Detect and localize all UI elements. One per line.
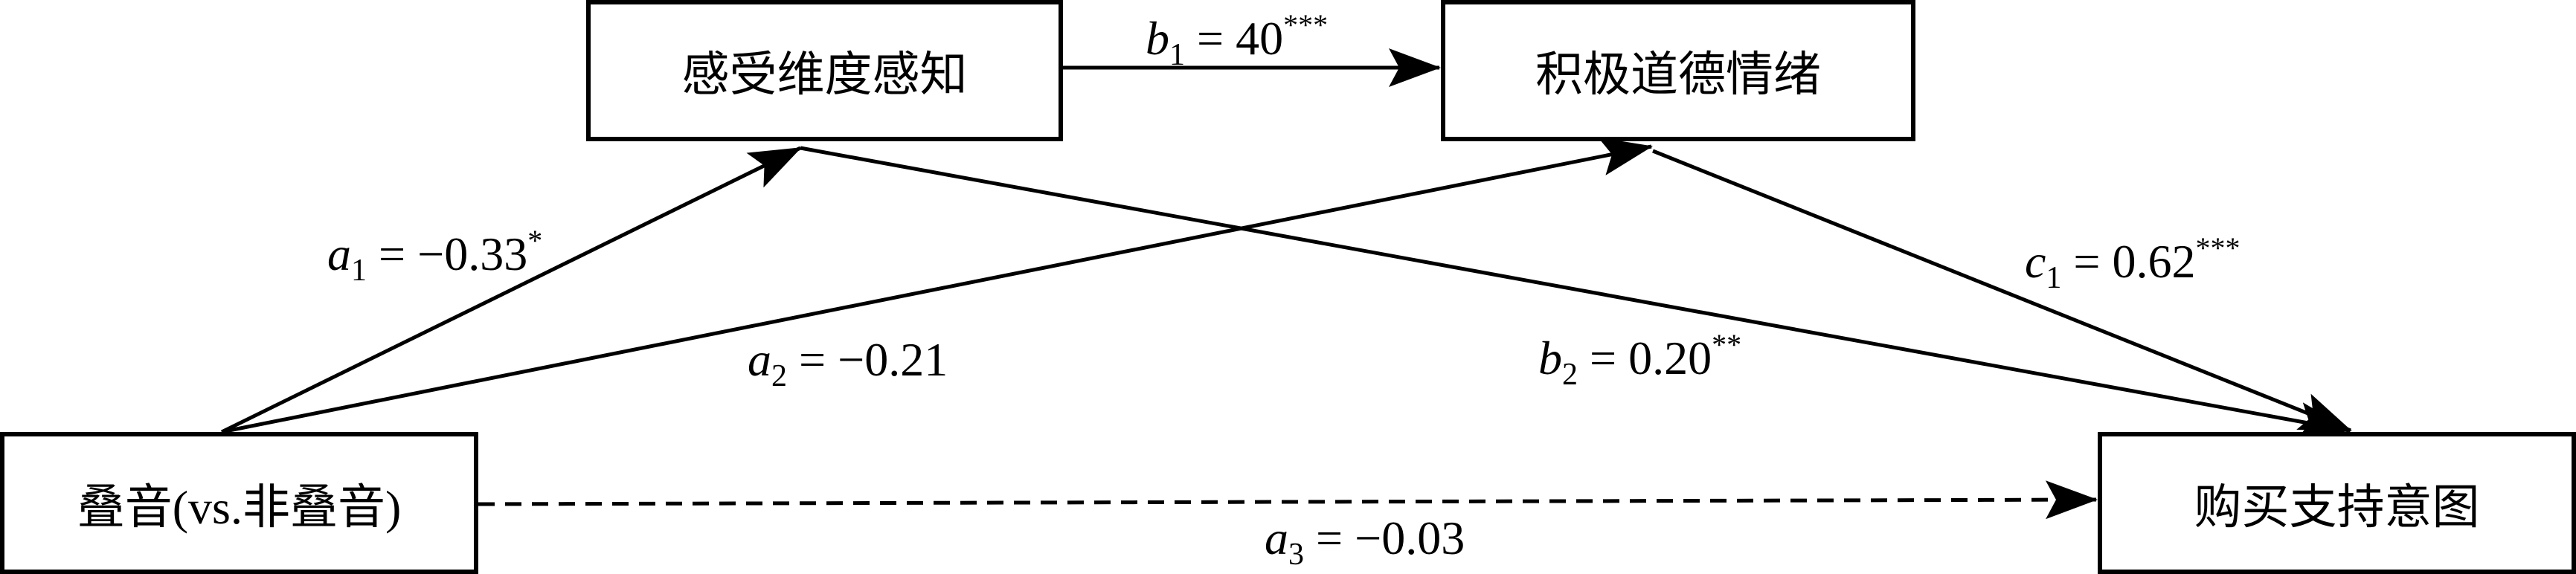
label-b1-var: b bbox=[1146, 12, 1169, 65]
label-b2-sig: ** bbox=[1712, 328, 1742, 361]
label-c1: c1 = 0.62*** bbox=[2025, 230, 2241, 296]
label-b2-sub: 2 bbox=[1562, 358, 1578, 392]
label-b1-sub: 1 bbox=[1169, 38, 1185, 72]
arrow-a2 bbox=[221, 137, 1653, 434]
label-c1-sig: *** bbox=[2195, 231, 2241, 265]
label-a3: a3 = −0.03 bbox=[1265, 507, 1465, 573]
label-a2-var: a bbox=[748, 333, 771, 386]
label-a2: a2 = −0.21 bbox=[748, 329, 948, 394]
arrow-c1 bbox=[1652, 149, 2352, 433]
node-independent-label: 叠音(vs.非叠音) bbox=[77, 480, 402, 534]
arrow-a1 bbox=[220, 146, 802, 434]
label-a2-sub: 2 bbox=[771, 359, 787, 393]
arrow-b2 bbox=[800, 146, 2351, 441]
label-b2-var: b bbox=[1538, 332, 1562, 384]
node-mediator2: 积极道德情绪 bbox=[1441, 0, 1915, 141]
node-mediator1: 感受维度感知 bbox=[586, 0, 1063, 141]
label-c1-var: c bbox=[2025, 235, 2046, 288]
node-independent: 叠音(vs.非叠音) bbox=[0, 432, 478, 574]
arrow-a3 bbox=[478, 480, 2098, 520]
node-outcome: 购买支持意图 bbox=[2098, 432, 2576, 574]
label-a3-sub: 3 bbox=[1288, 538, 1304, 572]
label-a1-var: a bbox=[327, 228, 351, 280]
label-b2-value: = 0.20 bbox=[1578, 332, 1712, 384]
label-a1: a1 = −0.33* bbox=[327, 223, 542, 288]
label-c1-sub: 1 bbox=[2046, 261, 2062, 295]
label-a1-value: = −0.33 bbox=[367, 228, 528, 280]
node-mediator1-label: 感受维度感知 bbox=[681, 48, 968, 101]
label-c1-value: = 0.62 bbox=[2061, 235, 2196, 288]
label-b2: b2 = 0.20** bbox=[1538, 327, 1741, 393]
label-b1-sig: *** bbox=[1283, 8, 1329, 42]
label-b1: b1 = 40*** bbox=[1146, 7, 1328, 73]
label-a1-sig: * bbox=[527, 224, 543, 257]
label-a3-value: = −0.03 bbox=[1304, 512, 1465, 564]
node-mediator2-label: 积极道德情绪 bbox=[1535, 48, 1821, 101]
node-outcome-label: 购买支持意图 bbox=[2194, 480, 2480, 534]
label-a2-value: = −0.21 bbox=[787, 333, 948, 386]
label-a1-sub: 1 bbox=[351, 254, 367, 288]
label-b1-value: = 40 bbox=[1185, 12, 1284, 65]
label-a3-var: a bbox=[1265, 512, 1288, 564]
